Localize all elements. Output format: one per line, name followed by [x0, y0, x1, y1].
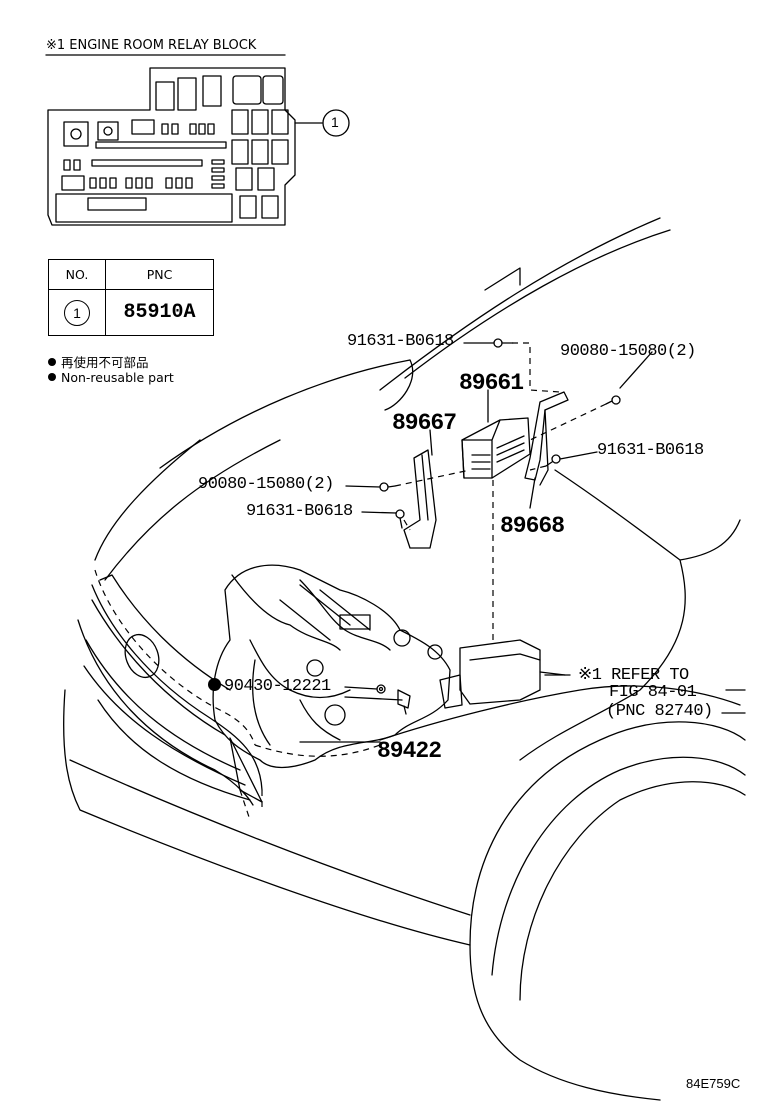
legend-ja-text: 再使用不可部品	[61, 355, 149, 370]
part-90080-left: 90080-15080(2)	[198, 475, 334, 494]
table-header-pnc: PNC	[105, 259, 214, 290]
relay-block-outline	[47, 67, 296, 226]
legend-ja: 再使用不可部品	[48, 352, 149, 371]
part-90080-right: 90080-15080(2)	[560, 342, 696, 361]
refer-line-3: (PNC 82740)	[606, 702, 713, 721]
relay-block-title: ※1 ENGINE ROOM RELAY BLOCK	[46, 38, 257, 53]
pnc-table: NO. PNC 1 85910A	[48, 259, 214, 336]
figure-code: 84E759C	[686, 1076, 741, 1091]
legend-en-text: Non-reusable part	[61, 370, 174, 385]
part-91631-right: 91631-B0618	[597, 441, 704, 460]
bullet-icon	[48, 358, 56, 366]
refer-line-2: FIG 84-01	[609, 683, 697, 702]
table-row-no-circle: 1	[64, 299, 90, 326]
refer-line-1: ※1 REFER TO	[578, 666, 689, 685]
part-89668: 89668	[500, 513, 565, 539]
part-89661: 89661	[459, 370, 524, 396]
part-91631-left: 91631-B0618	[246, 502, 353, 521]
part-89667: 89667	[392, 410, 457, 436]
relay-block-callout-number: 1	[331, 114, 339, 130]
non-reusable-bullet-icon	[208, 678, 221, 691]
table-row-pnc: 85910A	[105, 289, 214, 336]
part-90430: 90430-12221	[208, 677, 331, 696]
part-91631-top: 91631-B0618	[347, 332, 454, 351]
legend-en: Non-reusable part	[48, 370, 174, 385]
table-header-no: NO.	[48, 259, 106, 290]
part-90430-text: 90430-12221	[224, 677, 331, 696]
part-89422: 89422	[377, 738, 442, 764]
table-row-no: 1	[48, 289, 106, 336]
bullet-icon	[48, 373, 56, 381]
